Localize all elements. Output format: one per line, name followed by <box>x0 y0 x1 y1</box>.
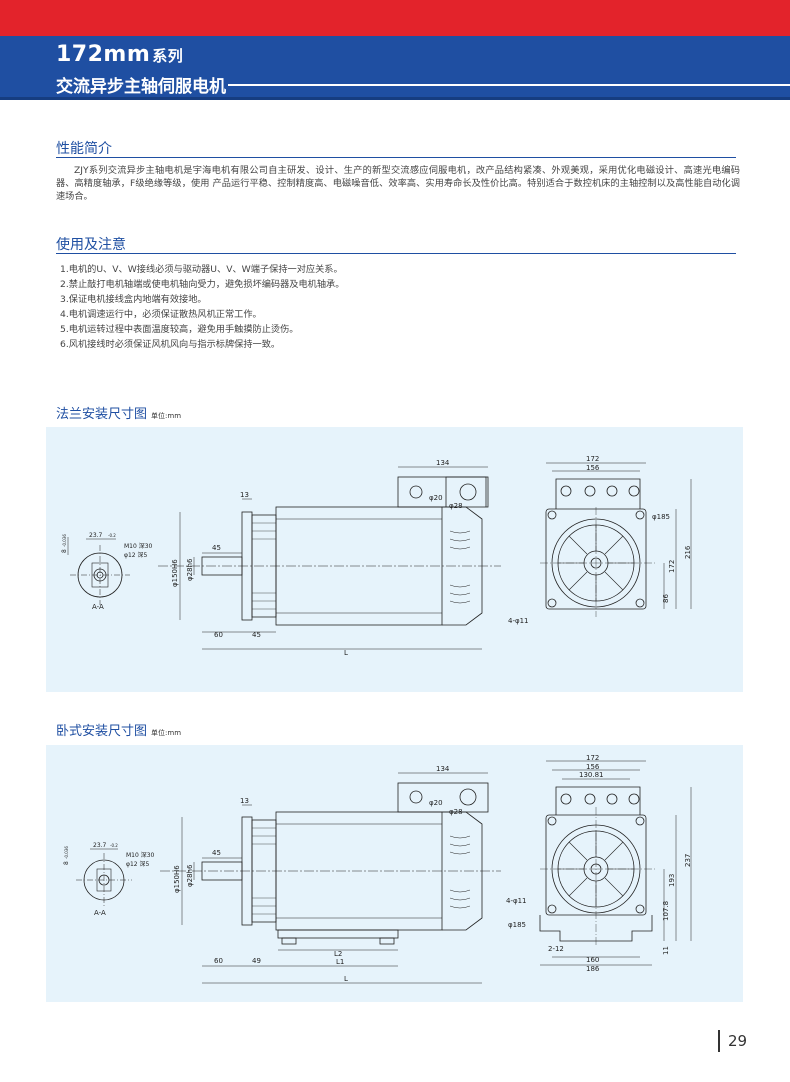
dim-237: 237 <box>684 854 692 867</box>
dim-156: 156 <box>586 763 600 771</box>
dim-216: 216 <box>684 545 692 559</box>
bore-note: φ12 深5 <box>124 551 148 559</box>
notes-list: 1.电机的U、V、W接线必须与驱动器U、V、W端子保持一对应关系。 2.禁止敲打… <box>60 262 344 352</box>
key-width-dim: 23.7 <box>93 842 107 849</box>
key-height-tol: -0.036 <box>64 846 69 859</box>
title-rule <box>228 84 790 86</box>
dim-172v: 172 <box>668 560 676 573</box>
key-width-tol: -0.2 <box>108 533 116 538</box>
dim-phi28: φ28 <box>449 502 463 510</box>
dim-186: 186 <box>586 965 600 973</box>
dim-107-8: 107.8 <box>662 901 670 921</box>
intro-rule <box>56 157 736 158</box>
key-width-dim: 23.7 <box>89 532 103 539</box>
section-label: A-A <box>92 603 104 611</box>
flange-drawing-panel: 23.7 -0.2 8 -0.036 M10 深30 φ12 深5 A-A 13… <box>46 427 743 692</box>
dim-49: 49 <box>252 957 261 965</box>
dim-45b: 45 <box>252 631 261 639</box>
note-item: 1.电机的U、V、W接线必须与驱动器U、V、W端子保持一对应关系。 <box>60 264 343 275</box>
dim-86: 86 <box>662 594 670 603</box>
dim-172: 172 <box>586 455 599 463</box>
dim-193: 193 <box>668 874 676 887</box>
figure2-unit: 单位:mm <box>151 729 182 737</box>
notes-heading: 使用及注意 <box>56 237 126 253</box>
dim-60: 60 <box>214 631 223 639</box>
dim-45: 45 <box>212 544 221 552</box>
notes-rule <box>56 253 736 254</box>
front-view: 172 156 130.81 4-φ11 φ185 237 193 107.8 … <box>506 754 692 973</box>
dim-134: 134 <box>436 765 450 773</box>
figure2-title: 卧式安装尺寸图单位:mm <box>56 724 182 739</box>
intro-heading: 性能简介 <box>56 141 112 157</box>
hole-note: 4-φ11 <box>506 897 527 905</box>
figure1-title: 法兰安装尺寸图单位:mm <box>56 407 182 422</box>
product-subtitle: 交流异步主轴伺服电机 <box>56 77 226 97</box>
key-height-dim: 8 <box>63 861 70 865</box>
dim-phi20: φ20 <box>429 494 443 502</box>
dim-phi185: φ185 <box>508 921 526 929</box>
note-item: 2.禁止敲打电机轴端或使电机轴向受力，避免损坏编码器及电机轴承。 <box>60 279 345 290</box>
page-number-bar <box>718 1030 720 1052</box>
dim-L1: L1 <box>336 958 344 966</box>
note-item: 6.风机接线时必须保证风机风向与指示标牌保持一致。 <box>60 339 281 350</box>
dim-160: 160 <box>586 956 599 964</box>
key-height-tol: -0.036 <box>62 534 67 547</box>
dim-phi28: φ28 <box>449 808 463 816</box>
dim-phi28h6: φ28h6 <box>186 864 194 887</box>
dim-172: 172 <box>586 754 599 762</box>
side-view: 134 13 φ20 φ28 45 φ150H6 φ28h6 L2 60 49 … <box>160 765 501 984</box>
foot-drawing-panel: 23.7 -0.2 8 -0.036 M10 深30 φ12 深5 A-A 13 <box>46 745 743 1002</box>
side-view: 134 13 φ20 φ28 45 φ150H6 φ28h6 60 45 L <box>158 459 501 657</box>
note-item: 3.保证电机接线盒内地端有效接地。 <box>60 294 207 305</box>
series-suffix: 系列 <box>152 47 184 65</box>
note-item: 5.电机运转过程中表面温度较高，避免用手触摸防止烫伤。 <box>60 324 299 335</box>
dim-134: 134 <box>436 459 450 467</box>
dim-156: 156 <box>586 464 600 472</box>
thread-note: M10 深30 <box>126 851 155 859</box>
page-number: 29 <box>728 1032 748 1050</box>
front-view: 172 156 φ185 216 172 86 4-φ11 <box>508 455 692 625</box>
dim-11: 11 <box>662 946 670 955</box>
dim-45: 45 <box>212 849 221 857</box>
flange-drawing: 23.7 -0.2 8 -0.036 M10 深30 φ12 深5 A-A 13… <box>61 455 692 657</box>
header-red-band <box>0 0 790 36</box>
dim-L: L <box>344 649 348 657</box>
dim-130-81: 130.81 <box>579 771 604 779</box>
thread-note: M10 深30 <box>124 542 153 550</box>
dim-2-12: 2-12 <box>548 945 564 953</box>
dim-60: 60 <box>214 957 223 965</box>
section-a-a: 23.7 -0.2 8 -0.036 M10 深30 φ12 深5 A-A <box>61 532 153 611</box>
section-label: A-A <box>94 909 106 917</box>
dim-13: 13 <box>240 491 249 499</box>
dim-phi185: φ185 <box>652 513 670 521</box>
key-width-tol: -0.2 <box>110 843 118 848</box>
header-blue-band <box>0 36 790 100</box>
dim-L: L <box>344 975 348 983</box>
figure1-unit: 单位:mm <box>151 412 182 420</box>
dim-L2: L2 <box>334 950 342 958</box>
foot-drawing: 23.7 -0.2 8 -0.036 M10 深30 φ12 深5 A-A 13 <box>63 754 692 984</box>
note-item: 4.电机调速运行中，必须保证散热风机正常工作。 <box>60 309 262 320</box>
dim-phi28h6: φ28h6 <box>186 558 194 581</box>
dim-phi150h6: φ150H6 <box>171 559 179 587</box>
key-height-dim: 8 <box>61 549 68 553</box>
hole-note: 4-φ11 <box>508 617 529 625</box>
dim-phi150h6: φ150H6 <box>173 865 181 893</box>
dim-phi20: φ20 <box>429 799 443 807</box>
bore-note: φ12 深5 <box>126 860 150 868</box>
intro-text: ZJY系列交流异步主轴电机是宇海电机有限公司自主研发、设计、生产的新型交流感应伺… <box>56 165 740 202</box>
section-a-a: 23.7 -0.2 8 -0.036 M10 深30 φ12 深5 A-A <box>63 842 155 917</box>
dim-13: 13 <box>240 797 249 805</box>
